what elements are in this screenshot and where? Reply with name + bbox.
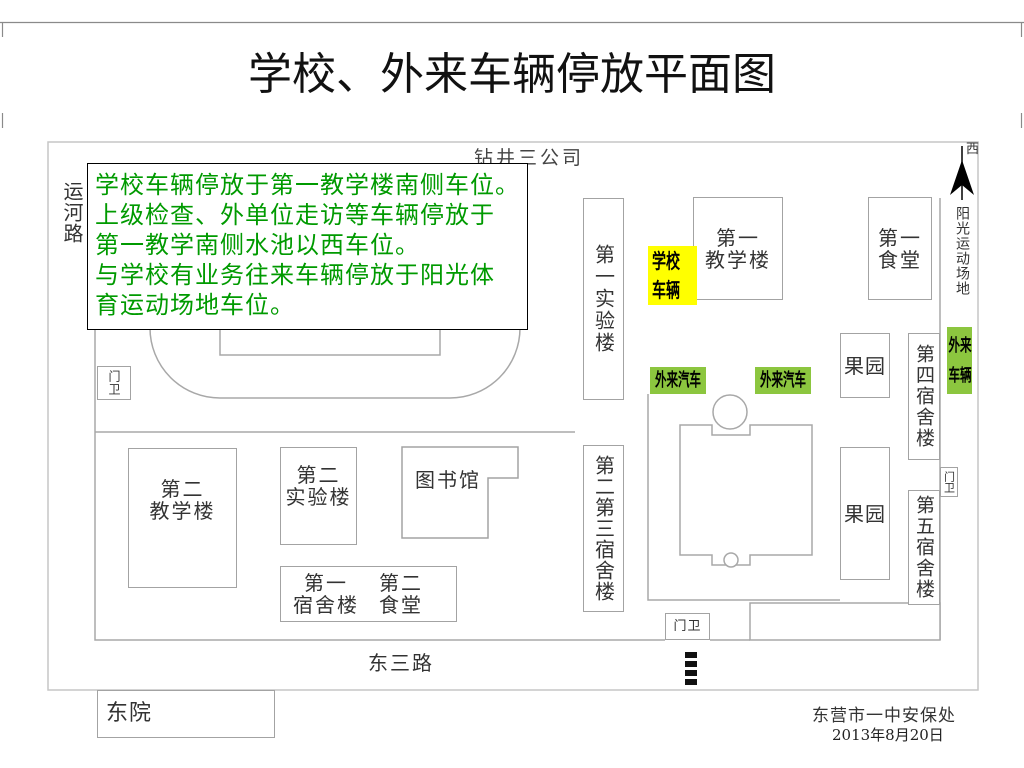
- west-gate-guard: 门卫: [97, 366, 131, 400]
- first-dorm-label: 第一 宿舍楼: [293, 572, 359, 616]
- east-courtyard-label: 东院: [106, 701, 153, 726]
- map-border: [47, 141, 979, 691]
- business-parking-label-line: 外来: [947, 335, 972, 356]
- central-courtyard: [647, 394, 840, 601]
- visitor-parking-label: 外来汽车: [654, 369, 702, 391]
- second-canteen-label-line: 食堂: [379, 593, 423, 617]
- page-title: 学校、外来车辆停放平面图: [248, 49, 776, 100]
- fourth-dorm-label: 第四宿舍楼: [913, 344, 935, 449]
- fifth-dorm-building: 第五宿舍楼: [908, 490, 940, 605]
- footer-date: 2013年8月20日: [832, 726, 944, 744]
- second-teaching-label-line: 教学楼: [149, 499, 216, 523]
- north-arrow-icon: [950, 146, 974, 200]
- school-parking-label-line: 车辆: [652, 278, 680, 302]
- visitor-parking-spot-west: 外来汽车: [650, 367, 706, 394]
- second-canteen-label: 第二 食堂: [379, 572, 423, 616]
- first-canteen-label-line: 第一: [878, 225, 922, 250]
- visitor-parking-spot-east: 外来汽车: [755, 367, 811, 394]
- pond-circle: [712, 394, 748, 430]
- west-gate-label: 门卫: [107, 370, 121, 396]
- second-lab-label-line: 第二: [296, 463, 341, 487]
- gate-symbol-icon: [685, 652, 697, 685]
- note-line: 上级检查、外单位走访等车辆停放于: [95, 201, 495, 229]
- west-road-label: 运河路: [60, 181, 84, 244]
- first-teaching-label-line: 教学楼: [705, 247, 771, 272]
- fifth-dorm-label: 第五宿舍楼: [913, 495, 935, 600]
- second-lab-building: 第二 实验楼: [280, 447, 357, 545]
- orchard-north: 果园: [840, 333, 890, 398]
- slide-frame: [0, 21, 1024, 128]
- east-gate-label: 门卫: [942, 471, 956, 493]
- note-line: 育运动场地车位。: [95, 291, 295, 319]
- south-road-label: 东三路: [368, 651, 434, 675]
- orchard-south-label: 果园: [844, 501, 886, 526]
- east-field-label: 阳光运动场地: [954, 206, 970, 296]
- note-line: 与学校有业务往来车辆停放于阳光体: [95, 261, 495, 289]
- first-lab-building-label: 第一实验楼: [591, 244, 616, 354]
- first-teaching-label-line: 第一: [716, 225, 760, 250]
- second-teaching-building: 第二 教学楼: [128, 448, 237, 588]
- south-gate-label: 门卫: [673, 618, 702, 634]
- school-parking-spot: 学校 车辆: [648, 246, 697, 305]
- south-east-wall: [749, 602, 941, 641]
- east-gate-guard: 门卫: [940, 467, 958, 497]
- second-canteen-label-line: 第二: [379, 571, 423, 595]
- first-dorm-and-second-canteen: 第一 宿舍楼 第二 食堂: [280, 566, 457, 622]
- visitor-parking-label: 外来汽车: [759, 369, 807, 391]
- south-gate-guard: 门卫: [665, 613, 710, 640]
- note-line: 学校车辆停放于第一教学楼南侧车位。: [95, 171, 520, 199]
- business-parking-label-line: 车辆: [947, 365, 972, 386]
- first-canteen-building: 第一 食堂: [868, 197, 932, 300]
- first-lab-building: 第一实验楼: [583, 198, 624, 400]
- school-parking-label-line: 学校: [652, 249, 680, 273]
- compass-label: 西: [966, 142, 980, 157]
- second-lab-label-line: 实验楼: [285, 485, 352, 509]
- library-outline: [401, 446, 519, 539]
- second-third-dorm-building: 第二第三宿舍楼: [583, 445, 624, 612]
- fourth-dorm-building: 第四宿舍楼: [908, 333, 940, 460]
- orchard-south: 果园: [840, 447, 890, 580]
- orchard-north-label: 果园: [844, 353, 886, 378]
- first-teaching-building: 第一 教学楼: [693, 197, 783, 300]
- business-parking-spot: 外来 车辆: [947, 327, 972, 394]
- campus-boundary: [94, 198, 941, 641]
- second-teaching-label-line: 第二: [160, 477, 205, 501]
- note-line: 第一教学南侧水池以西车位。: [95, 231, 420, 259]
- first-dorm-label-line: 宿舍楼: [293, 593, 359, 617]
- parking-note-box: 学校车辆停放于第一教学楼南侧车位。 上级检查、外单位走访等车辆停放于 第一教学南…: [87, 163, 528, 330]
- first-canteen-label-line: 食堂: [878, 247, 922, 272]
- footer-organization: 东营市一中安保处: [812, 706, 956, 726]
- east-courtyard-box: 东院: [97, 690, 275, 738]
- small-pond-circle: [723, 552, 739, 568]
- second-third-dorm-label: 第二第三宿舍楼: [591, 455, 616, 602]
- first-dorm-label-line: 第一: [304, 571, 348, 595]
- library-label: 图书馆: [415, 468, 481, 492]
